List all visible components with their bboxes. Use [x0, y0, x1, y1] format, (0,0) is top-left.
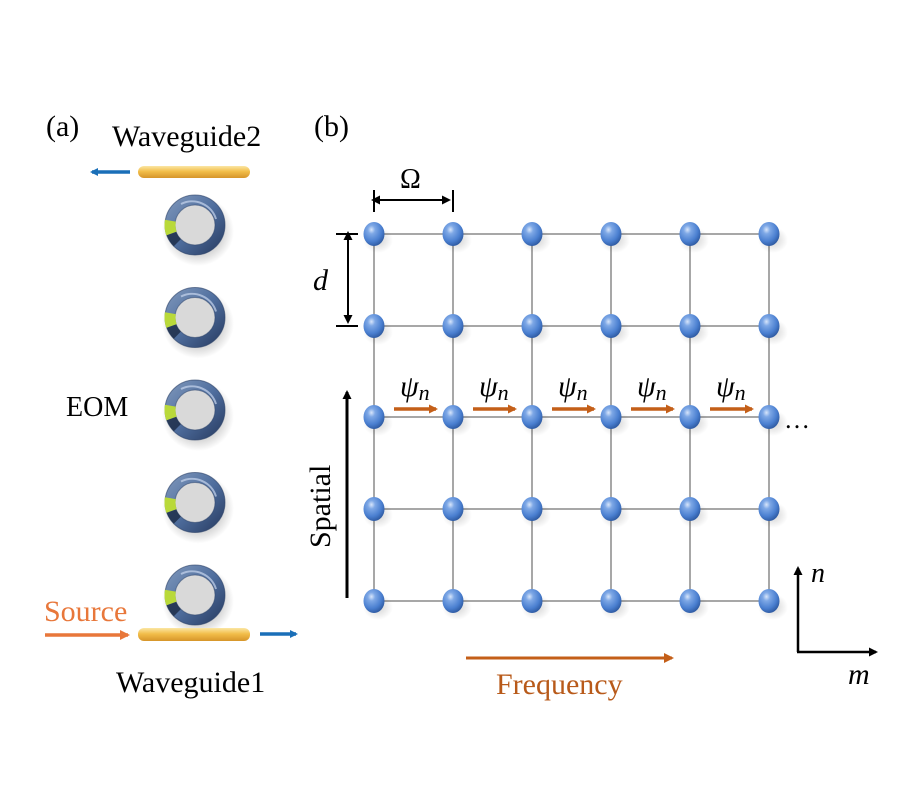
- psi-label: ψn: [400, 372, 430, 404]
- psi-subscript: n: [497, 380, 509, 405]
- lattice-node: [679, 497, 709, 528]
- frequency-label: Frequency: [496, 668, 623, 701]
- lattice-node: [442, 314, 472, 345]
- lattice-node: [521, 405, 551, 436]
- psi-symbol: ψ: [479, 370, 498, 403]
- lattice-node: [758, 314, 788, 345]
- lattice-node: [600, 497, 630, 528]
- lattice-node: [442, 497, 472, 528]
- lattice-node: [600, 314, 630, 345]
- eom-segment: [164, 589, 177, 606]
- ring-resonator: [162, 379, 234, 451]
- psi-subscript: n: [418, 380, 430, 405]
- ring-resonators: [162, 194, 234, 636]
- lattice-node: [363, 405, 393, 436]
- psi-symbol: ψ: [400, 370, 419, 403]
- waveguide-2: [138, 166, 250, 178]
- panel-b-synthetic-lattice: [336, 190, 878, 663]
- eom-segment: [164, 404, 177, 421]
- waveguide-2-label: Waveguide2: [112, 120, 262, 153]
- eom-label: EOM: [66, 392, 129, 423]
- omega-dimension: [371, 190, 454, 212]
- psi-label: ψn: [479, 372, 509, 404]
- eom-segment: [164, 312, 177, 328]
- lattice-node: [679, 222, 709, 253]
- ring-resonator: [162, 472, 234, 544]
- lattice-node: [600, 405, 630, 436]
- lattice-node: [521, 222, 551, 253]
- n-axis-label: n: [811, 558, 825, 589]
- spatial-label: Spatial: [304, 464, 337, 548]
- psi-label: ψn: [637, 372, 667, 404]
- lattice-node: [758, 497, 788, 528]
- lattice-node: [521, 314, 551, 345]
- psi-subscript: n: [576, 380, 588, 405]
- lattice-node: [758, 222, 788, 253]
- psi-symbol: ψ: [558, 370, 577, 403]
- lattice-node: [363, 589, 393, 620]
- ring-resonator: [162, 287, 234, 359]
- lattice-node: [758, 589, 788, 620]
- panel-a-label: (a): [46, 110, 80, 143]
- lattice-node: [521, 497, 551, 528]
- lattice-node: [600, 589, 630, 620]
- lattice-nodes: [363, 222, 788, 620]
- lattice-grid-lines: [373, 233, 770, 602]
- omega-label: Ω: [400, 164, 421, 195]
- lattice-node: [758, 405, 788, 436]
- lattice-node: [442, 589, 472, 620]
- ring-resonator: [162, 194, 234, 266]
- psi-subscript: n: [655, 380, 667, 405]
- lattice-node: [442, 405, 472, 436]
- eom-segment: [164, 497, 177, 513]
- psi-label: ψn: [716, 372, 746, 404]
- ellipsis: …: [784, 405, 813, 434]
- source-label: Source: [44, 595, 128, 628]
- lattice-node: [363, 497, 393, 528]
- lattice-node: [521, 589, 551, 620]
- waveguide-1-label: Waveguide1: [116, 666, 266, 699]
- ring-resonator: [162, 564, 234, 636]
- psi-subscript: n: [734, 380, 746, 405]
- lattice-node: [363, 314, 393, 345]
- m-axis-label: m: [848, 658, 870, 691]
- lattice-node: [442, 222, 472, 253]
- lattice-node: [679, 589, 709, 620]
- panel-a-coupled-rings: [45, 166, 298, 641]
- psi-label: ψn: [558, 372, 588, 404]
- lattice-node: [363, 222, 393, 253]
- d-dimension: [336, 231, 358, 327]
- psi-symbol: ψ: [716, 370, 735, 403]
- eom-segment: [164, 219, 177, 236]
- waveguide-1: [138, 628, 250, 641]
- psi-symbol: ψ: [637, 370, 656, 403]
- d-label: d: [313, 264, 328, 297]
- lattice-node: [679, 405, 709, 436]
- nm-axes: [793, 566, 878, 657]
- lattice-node: [679, 314, 709, 345]
- lattice-node: [600, 222, 630, 253]
- panel-b-label: (b): [314, 110, 349, 143]
